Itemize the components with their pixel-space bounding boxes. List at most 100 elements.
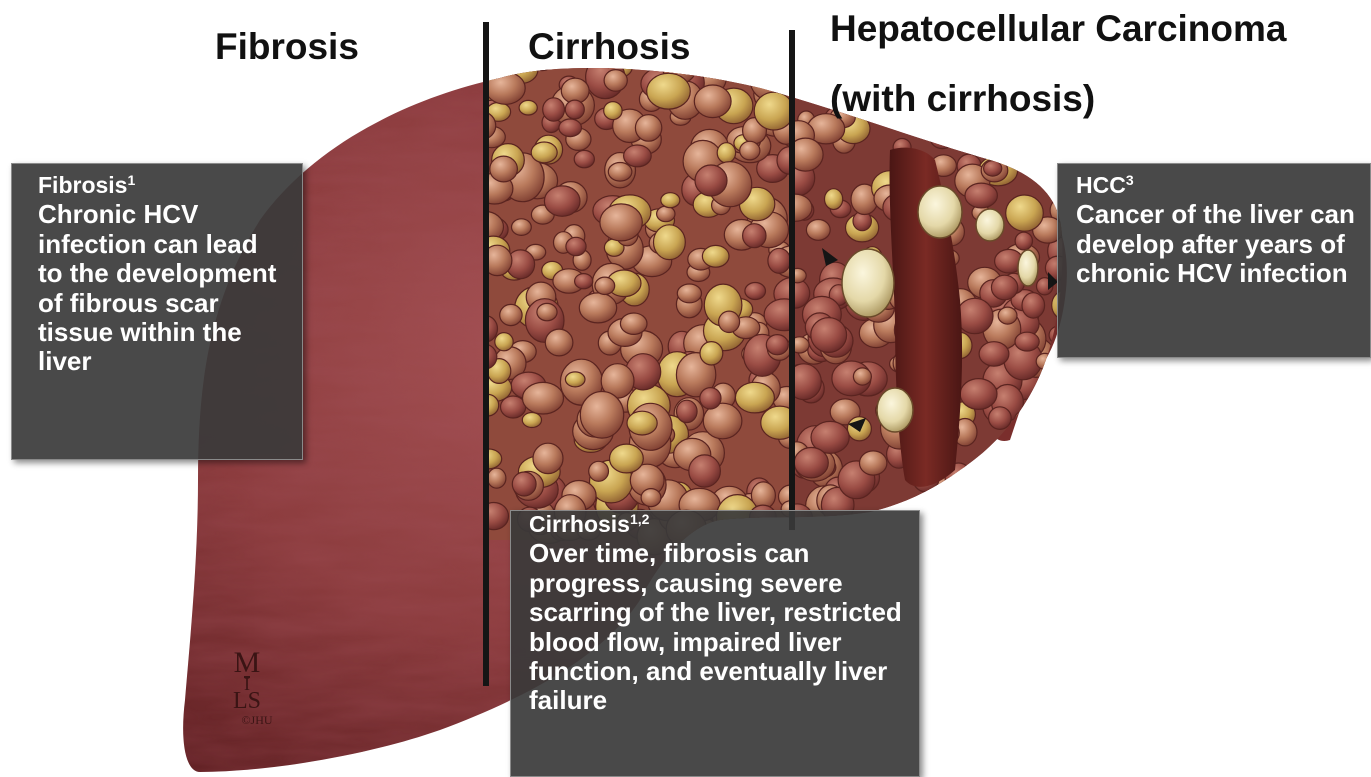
- nodule: [969, 128, 988, 149]
- nodule: [545, 329, 573, 356]
- heading-fibrosis: Fibrosis: [215, 28, 359, 65]
- nodule: [559, 119, 582, 137]
- nodule: [523, 382, 564, 414]
- nodule: [580, 392, 623, 439]
- nodule: [595, 277, 615, 294]
- fibrosis-box-title: Fibrosis1: [38, 172, 288, 198]
- nodule: [500, 304, 522, 325]
- nodule: [719, 311, 740, 332]
- nodule: [700, 388, 721, 409]
- divider-left: [483, 22, 489, 686]
- nodule: [930, 128, 954, 149]
- nodule: [1006, 195, 1044, 231]
- nodule: [575, 274, 593, 289]
- nodule: [983, 126, 1010, 156]
- nodule: [1049, 137, 1065, 150]
- nodule: [700, 342, 723, 365]
- nodule: [1059, 135, 1080, 154]
- tumor-mass: [976, 209, 1004, 241]
- svg-text:©JHU: ©JHU: [241, 713, 272, 727]
- nodule: [1015, 411, 1036, 427]
- nodule: [635, 115, 661, 142]
- nodule: [566, 237, 586, 255]
- nodule: [979, 342, 1009, 366]
- nodule: [1036, 429, 1055, 444]
- hcc-box-text: Cancer of the liver can develop after ye…: [1076, 200, 1362, 288]
- nodule: [624, 145, 652, 167]
- nodule: [565, 100, 584, 119]
- nodule: [754, 92, 794, 130]
- nodule: [604, 102, 622, 120]
- nodule: [1049, 456, 1087, 488]
- hcc-ref: 3: [1126, 172, 1134, 188]
- hcc-info-box: HCC3 Cancer of the liver can develop aft…: [1057, 163, 1371, 358]
- nodule: [1015, 332, 1039, 351]
- nodule: [490, 156, 518, 182]
- nodule: [740, 141, 760, 160]
- nodule: [610, 444, 644, 473]
- nodule: [694, 85, 731, 118]
- nodule: [1030, 402, 1054, 425]
- nodule: [604, 70, 627, 92]
- nodule: [719, 60, 738, 77]
- heading-cirrhosis: Cirrhosis: [528, 28, 690, 65]
- nodule: [989, 407, 1012, 430]
- nodule: [620, 313, 647, 334]
- nodule: [488, 468, 506, 488]
- cirrhosis-info-box: Cirrhosis1,2 Over time, fibrosis can pro…: [510, 510, 920, 777]
- nodule: [1056, 454, 1073, 473]
- nodule: [968, 470, 986, 488]
- nodule: [703, 54, 724, 78]
- divider-right: [789, 30, 795, 530]
- nodule: [1037, 471, 1061, 490]
- nodule: [1055, 439, 1074, 459]
- hcc-region: [778, 60, 1095, 540]
- heading-hcc-subtitle: (with cirrhosis): [830, 80, 1095, 117]
- nodule: [860, 451, 887, 475]
- cirrhosis-box-text: Over time, fibrosis can progress, causin…: [529, 539, 909, 715]
- nodule: [1029, 479, 1048, 496]
- nodule: [987, 481, 1003, 495]
- nodule: [811, 318, 847, 353]
- nodule: [991, 275, 1017, 300]
- nodule: [533, 443, 563, 473]
- nodule: [677, 400, 698, 422]
- nodule: [608, 163, 632, 182]
- nodule: [965, 183, 997, 208]
- nodule: [519, 100, 537, 115]
- nodule: [998, 307, 1017, 324]
- fibrosis-box-text: Chronic HCV infection can lead to the de…: [38, 200, 288, 376]
- nodule: [1022, 293, 1045, 318]
- nodule: [768, 248, 791, 273]
- nodule: [661, 193, 680, 208]
- nodule: [1027, 121, 1051, 144]
- cirrhosis-ref: 1,2: [630, 511, 649, 527]
- nodule: [486, 72, 526, 104]
- nodule: [537, 303, 557, 320]
- hcc-box-title: HCC3: [1076, 172, 1362, 198]
- nodule: [544, 186, 580, 216]
- nodule: [853, 368, 871, 385]
- nodule: [512, 472, 536, 496]
- nodule: [745, 283, 766, 300]
- nodule: [957, 298, 993, 333]
- nodule: [647, 73, 691, 109]
- nodule: [627, 411, 657, 435]
- nodule: [654, 225, 686, 260]
- nodule: [960, 379, 997, 410]
- nodule: [689, 455, 721, 487]
- nodule: [766, 335, 788, 355]
- cirrhosis-box-title: Cirrhosis1,2: [529, 511, 909, 537]
- cirrhosis-nodules: [467, 46, 813, 561]
- nodule: [1056, 382, 1072, 396]
- nodule: [988, 510, 1007, 528]
- nodule: [531, 142, 557, 163]
- tumor-mass: [842, 249, 894, 317]
- svg-text:LS: LS: [233, 688, 261, 714]
- nodule: [543, 98, 565, 121]
- nodule: [1043, 463, 1071, 487]
- nodule: [1036, 353, 1053, 369]
- fibrosis-info-box: Fibrosis1 Chronic HCV infection can lead…: [11, 163, 303, 460]
- nodule: [522, 413, 541, 428]
